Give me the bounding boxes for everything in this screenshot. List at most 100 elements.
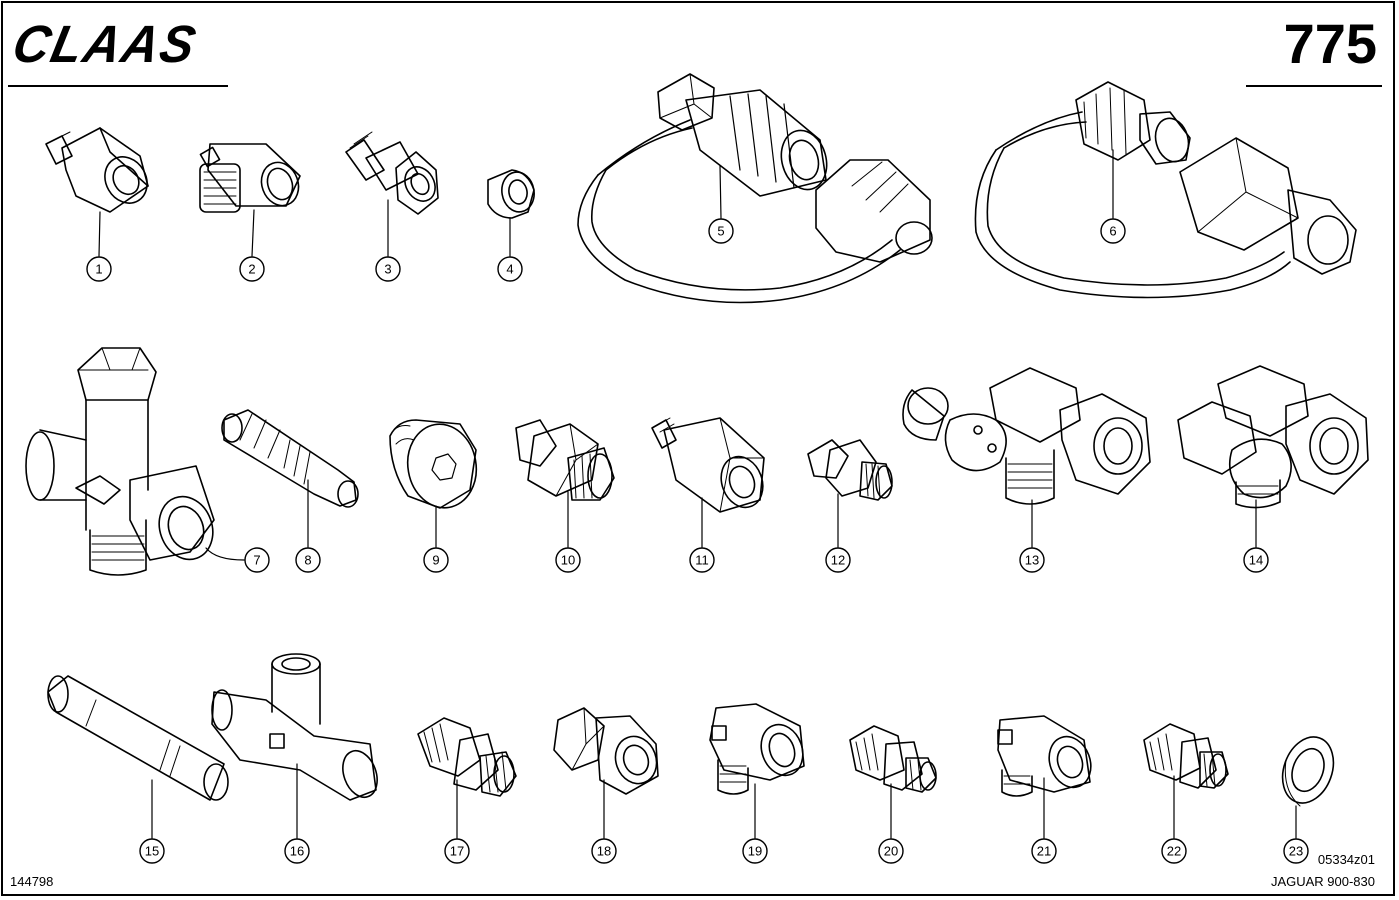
callout-label: 8: [304, 553, 311, 568]
callout-18: 18: [591, 838, 617, 864]
part-21-elbow-fitting-icon: [997, 715, 1092, 797]
part-6-quick-coupling-female-icon: [974, 81, 1357, 299]
callout-label: 10: [561, 553, 575, 568]
callout-8: 8: [295, 547, 321, 573]
callout-circle: [555, 547, 581, 573]
callout-label: 7: [253, 553, 260, 568]
callout-20: 20: [878, 838, 904, 864]
callout-19: 19: [742, 838, 768, 864]
callout-label: 6: [1109, 224, 1116, 239]
part-2-elbow-fitting-icon: [199, 143, 301, 213]
callout-circle: [444, 838, 470, 864]
callout-label: 22: [1167, 844, 1181, 859]
callout-13: 13: [1019, 547, 1045, 573]
callout-circle: [423, 547, 449, 573]
callout-circle: [708, 218, 734, 244]
callout-circle: [825, 547, 851, 573]
callout-3: 3: [375, 256, 401, 282]
part-3-adapter-fitting-icon: [345, 131, 439, 215]
callout-5: 5: [708, 218, 734, 244]
callout-circle: [244, 547, 270, 573]
drawing-code: 05334z01: [1317, 852, 1375, 867]
callout-circle: [284, 838, 310, 864]
callout-label: 9: [432, 553, 439, 568]
document-number: 144798: [10, 874, 54, 889]
callout-label: 4: [506, 262, 513, 277]
part-7-tee-fitting-icon: [25, 347, 215, 576]
callout-22: 22: [1161, 838, 1187, 864]
callout-23: 23: [1283, 838, 1309, 864]
callout-circle: [1031, 838, 1057, 864]
part-1-adapter-fitting-icon: [45, 127, 149, 213]
callout-circle: [878, 838, 904, 864]
part-15-pipe-icon: [47, 675, 229, 801]
callout-circle: [139, 838, 165, 864]
callout-14: 14: [1243, 547, 1269, 573]
callout-label: 17: [450, 844, 464, 859]
part-9-plug-icon: [389, 419, 478, 509]
logo-underline: [8, 85, 228, 87]
callout-circle: [86, 256, 112, 282]
part-18-adapter-fitting-icon: [553, 707, 659, 795]
callout-label: 20: [884, 844, 898, 859]
part-11-adapter-fitting-icon: [651, 417, 765, 513]
callout-circle: [1243, 547, 1269, 573]
callout-circle: [239, 256, 265, 282]
callout-label: 3: [384, 262, 391, 277]
part-16-tee-fitting-icon: [211, 653, 378, 801]
callout-label: 13: [1025, 553, 1039, 568]
part-14-tee-banjo-fitting-icon: [1177, 365, 1369, 509]
callout-11: 11: [689, 547, 715, 573]
part-23-sealing-ring-icon: [1281, 736, 1335, 807]
part-10-reducer-fitting-icon: [515, 419, 615, 501]
callout-label: 21: [1037, 844, 1051, 859]
callout-circle: [1161, 838, 1187, 864]
callout-label: 19: [748, 844, 762, 859]
callout-6: 6: [1100, 218, 1126, 244]
callout-9: 9: [423, 547, 449, 573]
callout-circle: [742, 838, 768, 864]
page-number: 775: [1283, 12, 1377, 75]
callout-16: 16: [284, 838, 310, 864]
callout-label: 12: [831, 553, 845, 568]
callout-label: 2: [248, 262, 255, 277]
callout-label: 5: [717, 224, 724, 239]
callout-circle: [689, 547, 715, 573]
callout-label: 1: [95, 262, 102, 277]
callout-label: 16: [290, 844, 304, 859]
model-name: JAGUAR 900-830: [1270, 874, 1375, 889]
callout-10: 10: [555, 547, 581, 573]
callout-circle: [295, 547, 321, 573]
callout-2: 2: [239, 256, 265, 282]
part-19-elbow-fitting-icon: [709, 703, 805, 795]
callout-circle: [1019, 547, 1045, 573]
callout-7: 7: [244, 547, 270, 573]
callout-15: 15: [139, 838, 165, 864]
callout-1: 1: [86, 256, 112, 282]
part-5-quick-coupling-male-icon: [577, 73, 933, 304]
callout-label: 23: [1289, 844, 1303, 859]
callout-circle: [591, 838, 617, 864]
callout-circle: [1283, 838, 1309, 864]
callout-12: 12: [825, 547, 851, 573]
callout-label: 14: [1249, 553, 1263, 568]
callout-label: 15: [145, 844, 159, 859]
leader-lines: [98, 149, 1297, 839]
part-22-union-fitting-icon: [1143, 723, 1229, 789]
part-13-tee-banjo-fitting-icon: [902, 367, 1151, 505]
part-4-sealing-ring-icon: [487, 169, 535, 219]
part-17-union-fitting-icon: [417, 717, 517, 797]
callout-4: 4: [497, 256, 523, 282]
part-8-straight-fitting-icon: [221, 409, 359, 508]
callout-21: 21: [1031, 838, 1057, 864]
callout-label: 18: [597, 844, 611, 859]
page-number-underline: [1246, 85, 1382, 87]
callout-circle: [1100, 218, 1126, 244]
callout-circle: [375, 256, 401, 282]
part-20-union-fitting-icon: [849, 725, 937, 793]
callout-label: 11: [695, 553, 709, 568]
